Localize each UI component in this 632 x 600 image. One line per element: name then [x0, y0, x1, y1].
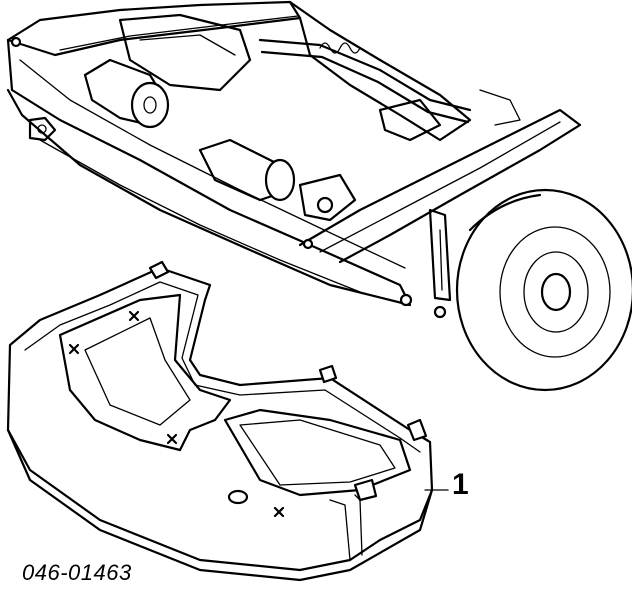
rear-tire: [455, 188, 632, 392]
drivetrain-components: [83, 13, 521, 302]
skid-plate-part-1: [6, 260, 434, 582]
callout-label-1: 1: [452, 468, 469, 501]
chassis-frame: [6, 0, 582, 319]
part-code: 046-01463: [22, 560, 132, 585]
